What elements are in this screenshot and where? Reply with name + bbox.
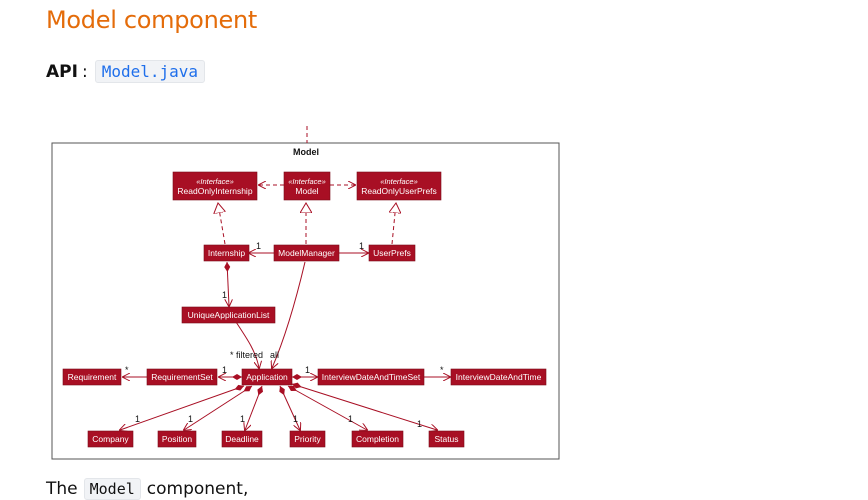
body-prefix: The [46,479,78,499]
class-label: InterviewDateAndTimeSet [322,372,421,382]
api-line: API : Model.java [46,60,206,83]
class-label: Priority [294,434,321,444]
class-label: UniqueApplicationList [188,310,270,320]
page-title: Model component [46,6,257,34]
class-label: Status [434,434,458,444]
model-interface: «Interface» Model [283,171,331,201]
all-label: all [270,350,279,360]
body-suffix: component, [146,479,249,499]
mult-completion: 1 [348,414,353,424]
readonly-userprefs-interface: «Interface» ReadOnlyUserPrefs [356,171,442,201]
class-label: InterviewDateAndTime [456,372,542,382]
class-label: ReadOnlyInternship [177,186,252,196]
model-manager-class: ModelManager [273,244,340,262]
stereotype-label: «Interface» [288,177,326,186]
class-label: Model [295,186,318,196]
interview-class: InterviewDateAndTime [450,368,547,386]
mult-requirement: * [125,365,129,375]
internship-class: Internship [203,244,250,262]
body-text: The Model component, [46,478,248,500]
class-label: Deadline [225,434,259,444]
application-class: Application [241,368,293,386]
class-label: Internship [208,248,246,258]
mult-interview: * [440,365,444,375]
application-status-edge [291,384,437,430]
class-label: ModelManager [278,248,335,258]
model-java-link[interactable]: Model.java [94,60,206,83]
internship-list-edge [227,261,229,306]
mult-requirementset: 1 [222,365,227,375]
stereotype-label: «Interface» [380,177,418,186]
application-position-edge [184,385,253,430]
mult-status: 1 [417,419,422,429]
mult-deadline: 1 [240,414,245,424]
class-label: Requirement [68,372,117,382]
mult-interviewset: 1 [305,365,310,375]
company-class: Company [87,430,134,448]
unique-application-list-class: UniqueApplicationList [181,306,276,324]
class-label: Application [246,372,288,382]
readonly-internship-interface: «Interface» ReadOnlyInternship [172,171,258,201]
requirement-class: Requirement [62,368,122,386]
api-separator: : [81,61,88,82]
requirement-set-class: RequirementSet [146,368,218,386]
body-code: Model [83,478,141,500]
mult-internship: 1 [256,241,261,251]
modelmanager-application-edge [272,261,306,368]
mult-company: 1 [135,414,140,424]
completion-class: Completion [351,430,404,448]
class-label: UserPrefs [373,248,411,258]
class-label: RequirementSet [151,372,213,382]
interview-set-class: InterviewDateAndTimeSet [317,368,425,386]
priority-class: Priority [289,430,326,448]
class-label: Company [92,434,129,444]
status-class: Status [428,430,465,448]
mult-userprefs: 1 [359,241,364,251]
stereotype-label: «Interface» [196,177,234,186]
application-deadline-edge [245,385,262,430]
mult-list: 1 [222,290,227,300]
api-label: API [46,61,78,82]
userprefs-class: UserPrefs [368,244,416,262]
mult-priority: 1 [293,414,298,424]
deadline-class: Deadline [221,430,263,448]
list-application-edge [235,321,259,368]
class-label: ReadOnlyUserPrefs [361,186,437,196]
mult-position: 1 [188,414,193,424]
position-class: Position [157,430,197,448]
package-label: Model [293,147,319,157]
filtered-label: * filtered [230,350,263,360]
class-label: Completion [356,434,399,444]
class-label: Position [162,434,193,444]
